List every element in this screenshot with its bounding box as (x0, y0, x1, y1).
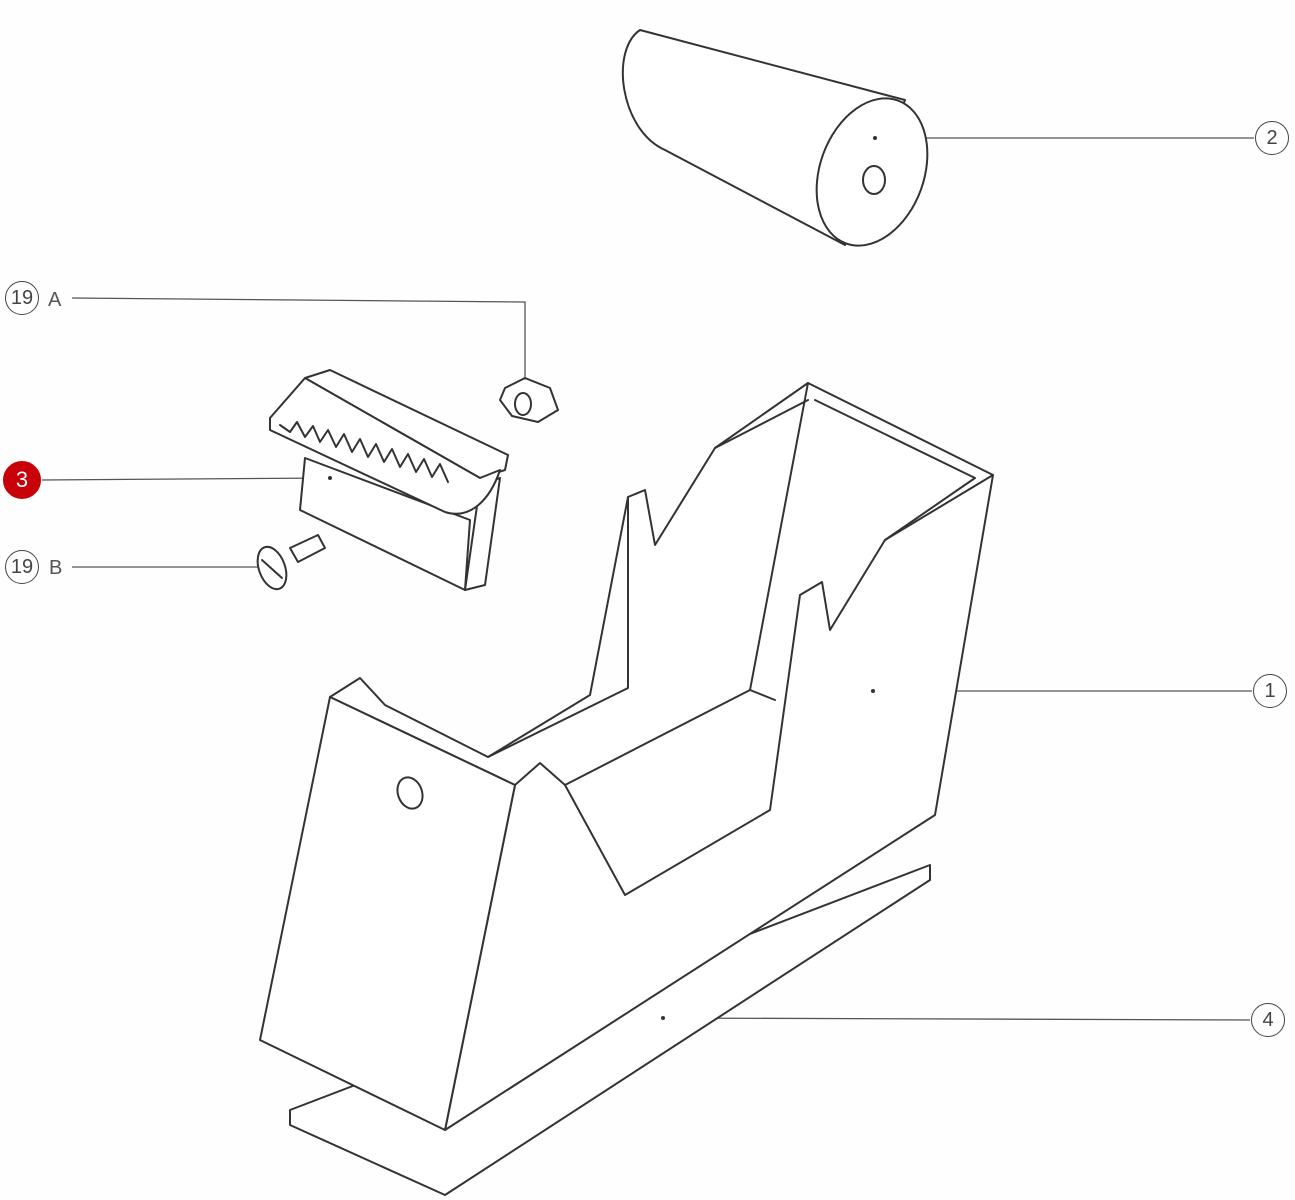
callout-number: 4 (1262, 1008, 1274, 1031)
callout-suffix-b: B (49, 557, 63, 579)
callout-suffix-a: A (48, 289, 62, 311)
callout-part-3[interactable]: 3 (3, 461, 41, 499)
dispenser-body-part-1 (259, 382, 994, 1131)
tape-roller-part-2 (621, 29, 929, 247)
callout-number: 2 (1266, 126, 1278, 149)
callout-part-19a[interactable]: 19 (5, 281, 39, 315)
callout-part-1[interactable]: 1 (1253, 674, 1287, 708)
callout-number: 3 (15, 467, 29, 492)
cutter-blade-part-3 (269, 369, 509, 591)
callout-number: 19 (10, 286, 34, 309)
hex-nut-part-19a (499, 377, 559, 423)
callout-part-4[interactable]: 4 (1251, 1003, 1285, 1037)
callout-part-19b[interactable]: 19 (5, 550, 39, 584)
callout-part-2[interactable]: 2 (1255, 121, 1289, 155)
callout-number: 1 (1264, 679, 1276, 702)
screw-part-19b (256, 534, 326, 591)
callout-number: 19 (10, 555, 34, 578)
